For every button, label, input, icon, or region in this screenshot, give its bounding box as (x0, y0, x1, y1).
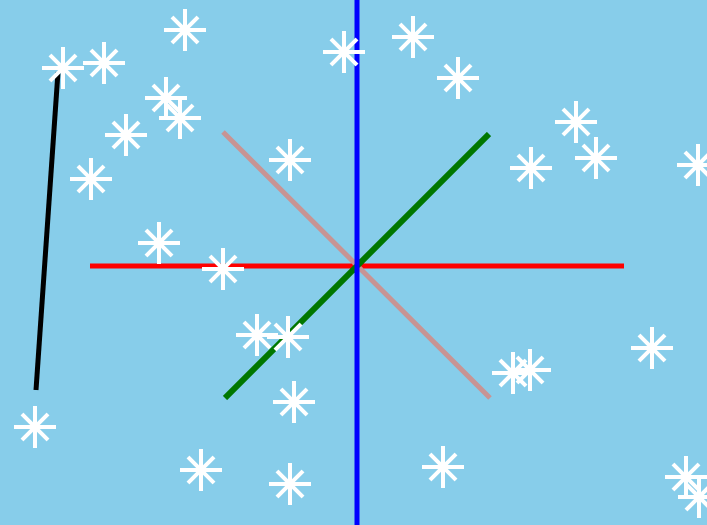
snowflake-icon (665, 456, 707, 498)
snowflake-icon (392, 16, 434, 58)
snowflake-icon (678, 476, 707, 518)
black-stick-line (33, 71, 61, 391)
snowflake-icon (267, 316, 309, 358)
snowflake-icon (202, 248, 244, 290)
snowflake-icon (510, 147, 552, 189)
snowflake-icon (164, 9, 206, 51)
snowflake-icon (575, 137, 617, 179)
snowflake-icon (323, 31, 365, 73)
snowflake-icon (509, 349, 551, 391)
snowflake-icon (422, 446, 464, 488)
snowflake-icon (70, 158, 112, 200)
snowflake-icon (83, 42, 125, 84)
snowflake-icon (269, 139, 311, 181)
snowflake-icon (555, 101, 597, 143)
snowflake-icon (631, 327, 673, 369)
snowflake-icon (273, 381, 315, 423)
snowflake-icon (269, 463, 311, 505)
snowflake-icon (159, 97, 201, 139)
snowflake-icon (145, 77, 187, 119)
snowflake-icon (180, 449, 222, 491)
snowflake-icon (437, 57, 479, 99)
snowflake-icon (105, 114, 147, 156)
snowflake-icon (138, 222, 180, 264)
lines-layer (33, 0, 624, 525)
snowflake-icon (42, 47, 84, 89)
snowflake-icon (14, 406, 56, 448)
